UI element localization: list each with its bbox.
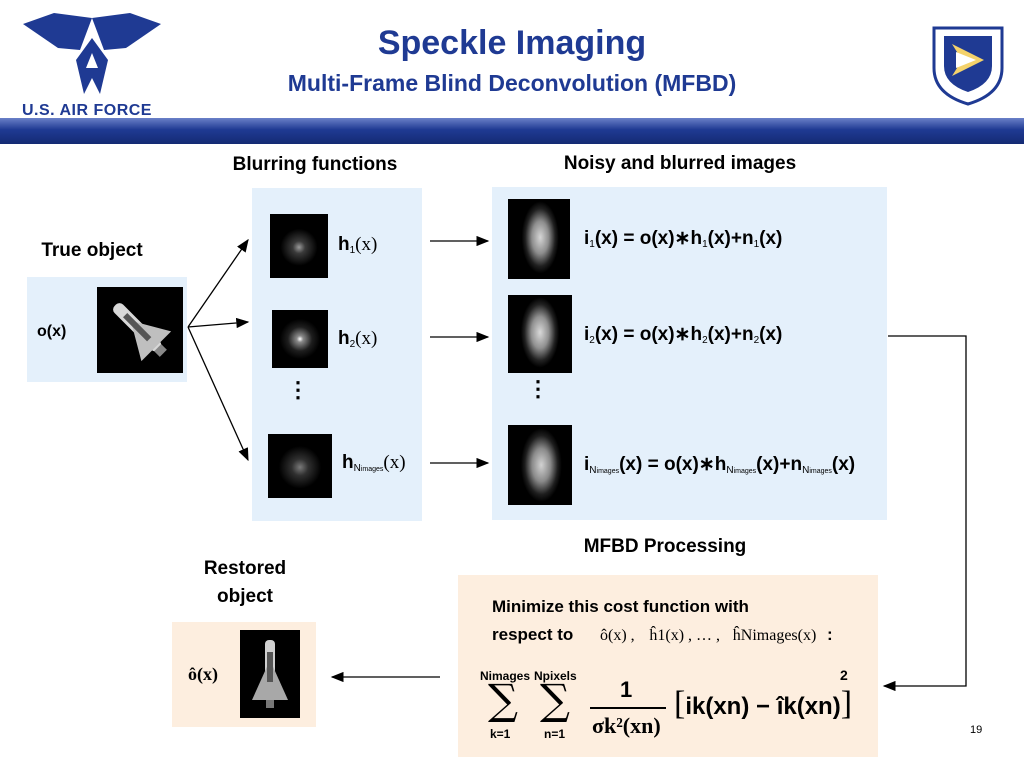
noisy-images-label: Noisy and blurred images (563, 153, 797, 174)
shield-icon (932, 26, 1004, 106)
power-two: 2 (840, 667, 848, 683)
arrow-to-psf-3 (187, 326, 249, 462)
noisy-images-box: i1(x) = o(x)∗h1(x)+n1(x) i2(x) = o(x)∗h2… (492, 187, 887, 520)
shuttle-image (97, 287, 183, 373)
sum-n-top: Npixels (534, 669, 577, 683)
sum-n-bottom: n=1 (544, 727, 566, 741)
blurred-image-1 (508, 199, 570, 279)
psf-image-1 (270, 214, 328, 278)
psf-label-1: h1(x) (338, 234, 378, 256)
fraction-numerator: 1 (620, 677, 633, 702)
mfbd-box: Minimize this cost function with respect… (458, 575, 878, 757)
psf-label-3: hNimages(x) (342, 452, 406, 474)
sum-k-top: Nimages (480, 669, 531, 683)
cost-line-1: Minimize this cost function with (492, 597, 749, 616)
air-force-logo: U.S. AIR FORCE (18, 8, 166, 120)
afrl-emblem (928, 22, 1008, 106)
equation-3: iNimages(x) = o(x)∗hNimages(x)+nNimages(… (584, 454, 856, 476)
cost-line-2: respect to ô(x) , ĥ1(x) , … , ĥNimages(x… (492, 625, 833, 644)
header-band (0, 118, 1024, 144)
true-object-formula: o(x) (37, 323, 67, 340)
equation-2: i2(x) = o(x)∗h2(x)+n2(x) (584, 324, 783, 346)
page-subtitle: Multi-Frame Blind Deconvolution (MFBD) (287, 70, 737, 96)
arrow-images-to-mfbd (882, 335, 967, 692)
sum-k-icon: ∑ (488, 675, 518, 724)
blurring-functions-box: h1(x) h2(x) ⋮ hNimages(x) (252, 188, 422, 521)
space-shuttle-icon (113, 303, 172, 362)
restored-shuttle-icon (252, 640, 288, 708)
psf-image-2 (272, 310, 328, 368)
psf-label-2: h2(x) (338, 328, 378, 350)
true-object-box: o(x) (27, 277, 187, 382)
mfbd-processing-label: MFBD Processing (583, 536, 747, 557)
fraction-bar (590, 707, 666, 709)
page-number: 19 (970, 724, 983, 736)
restored-object-label-2: object (217, 586, 273, 607)
sum-k-bottom: k=1 (490, 727, 511, 741)
arrow-to-psf-1 (187, 238, 249, 328)
blurred-image-3 (508, 425, 572, 505)
page-title: Speckle Imaging (377, 24, 647, 62)
arrow-to-psf-2 (187, 317, 250, 329)
fraction-denominator: σk²(xn) (592, 713, 661, 738)
restored-object-box: ô(x) (172, 622, 316, 727)
sum-n-icon: ∑ (540, 675, 570, 724)
true-object-label: True object (41, 240, 143, 261)
restored-image (240, 630, 300, 718)
residual-term: [ik(xn) − îk(xn)] (674, 685, 853, 722)
air-force-logo-text: U.S. AIR FORCE (22, 102, 152, 119)
blurring-functions-label: Blurring functions (232, 154, 398, 175)
air-force-wings-icon (23, 13, 161, 94)
restored-object-label-1: Restored (203, 558, 287, 579)
restored-formula: ô(x) (188, 664, 218, 684)
psf-image-3 (268, 434, 332, 498)
equation-1: i1(x) = o(x)∗h1(x)+n1(x) (584, 228, 783, 250)
blurred-image-2 (508, 295, 572, 373)
